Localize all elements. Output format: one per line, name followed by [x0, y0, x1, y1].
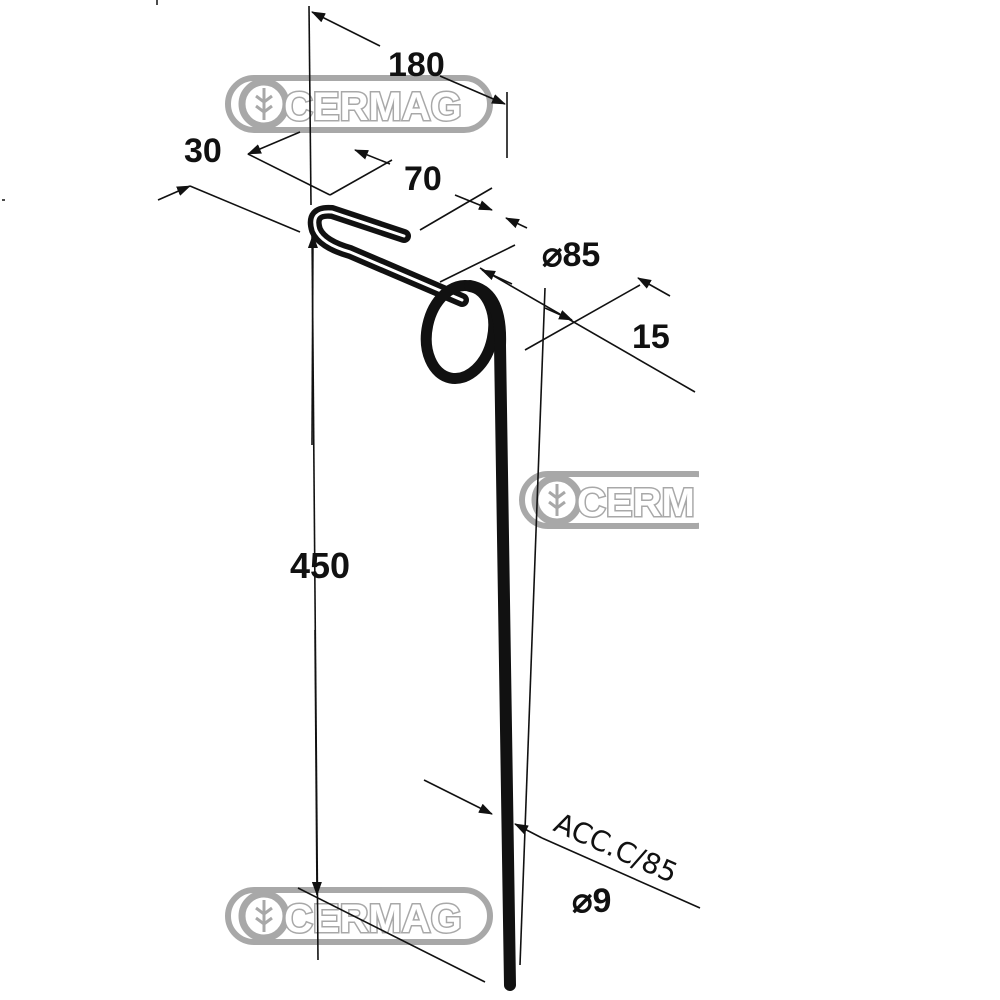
dimension-coil-offset: 15	[632, 318, 670, 356]
dimension-tine-length: 450	[290, 545, 350, 586]
part-reference-note: ACC.C/85	[549, 806, 682, 890]
dimension-overall-width: 180	[388, 46, 445, 84]
dimension-lines	[157, 11, 701, 909]
dimension-arm-length: 70	[404, 160, 442, 198]
dimension-hook-offset: 30	[184, 132, 222, 170]
watermark-middle: CERM	[519, 470, 739, 530]
watermark-brand-label: CERMAG	[284, 897, 462, 941]
watermark-brand-label: CERMAG	[284, 85, 462, 129]
cermag-logo-icon	[238, 78, 290, 130]
watermark-bottom: CERMAG	[225, 887, 493, 945]
tine-hook-arm	[307, 204, 469, 307]
tine-shank	[464, 280, 516, 991]
spring-tine	[307, 204, 516, 991]
cermag-logo-icon	[531, 474, 583, 526]
watermark-top: CERMAG	[225, 75, 493, 133]
dimension-wire-diameter: ⌀9	[572, 882, 611, 920]
watermark-brand-label: CERM	[577, 481, 695, 525]
tine-hook-arm-highlight	[313, 210, 464, 302]
cermag-logo-icon	[238, 890, 290, 942]
dimension-coil-diameter: ⌀85	[542, 236, 600, 274]
